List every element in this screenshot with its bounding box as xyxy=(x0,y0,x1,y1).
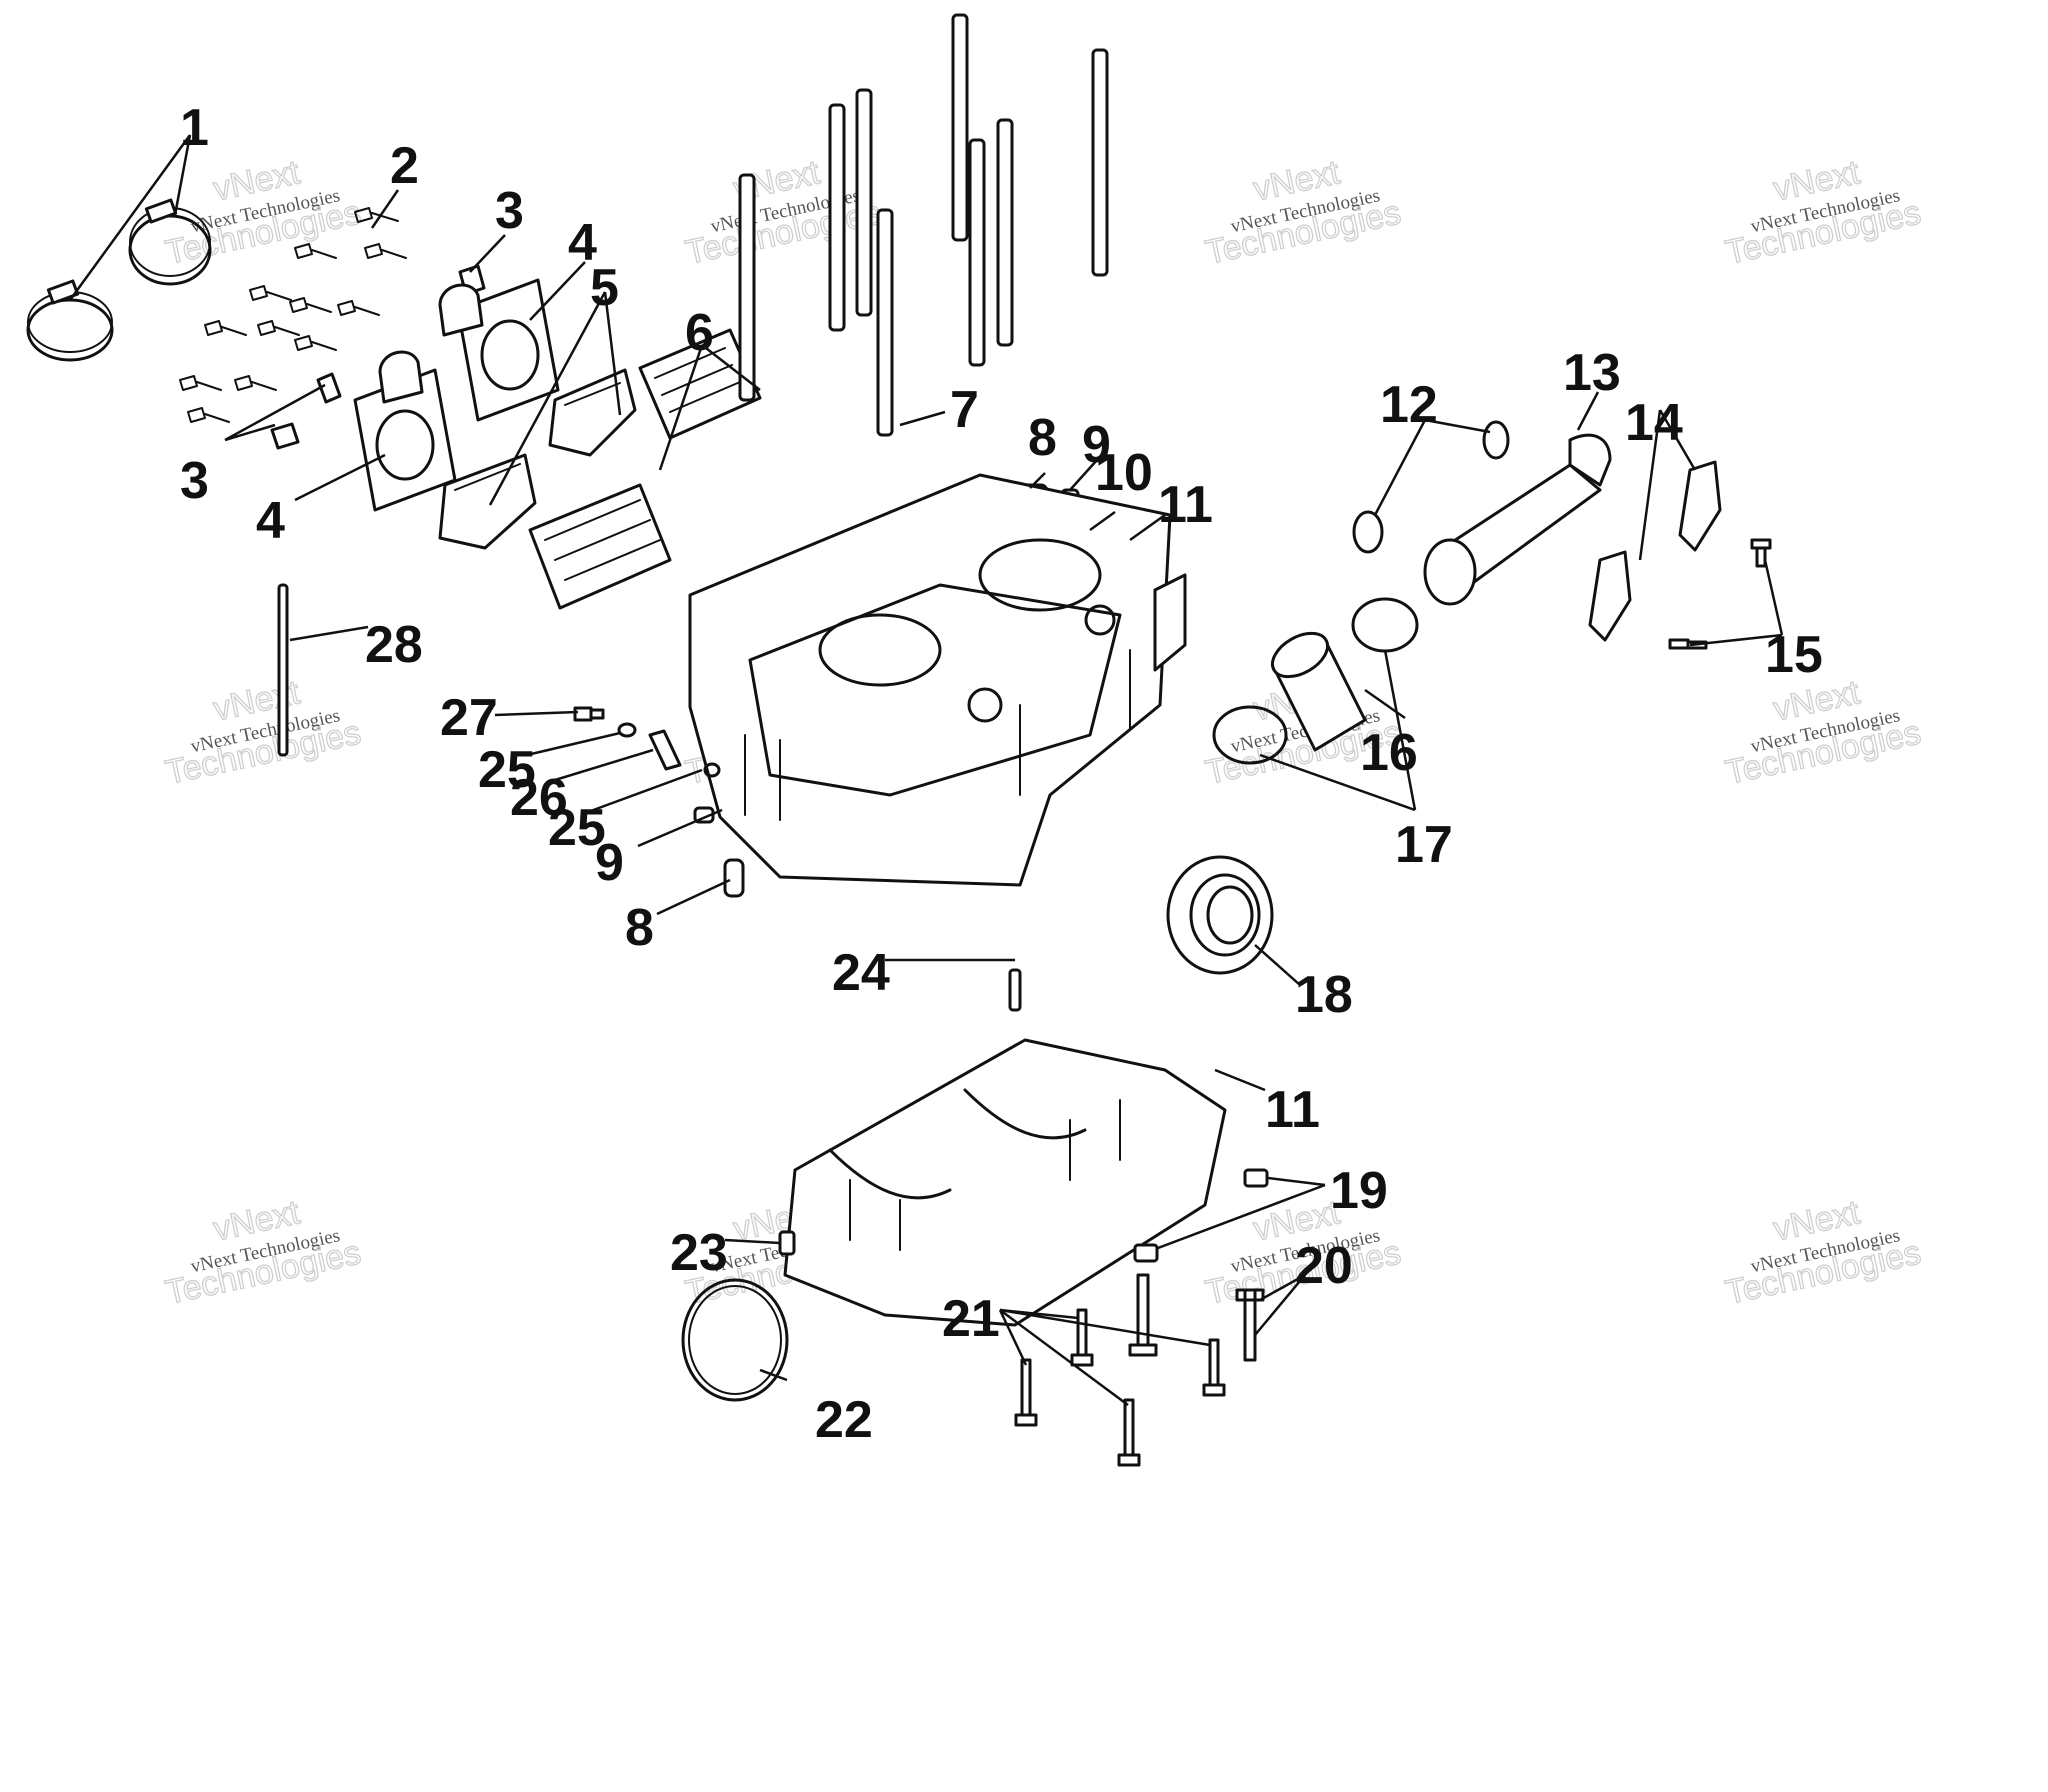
part-oil-seal xyxy=(1166,855,1274,975)
part-upper-crankcase xyxy=(688,473,1187,887)
callout-6: 6 xyxy=(685,304,714,362)
callout-12: 12 xyxy=(1380,376,1438,434)
callout-26: 26 xyxy=(510,769,568,827)
watermark-1: vNext vNext Technologies Technologies xyxy=(161,153,364,273)
callout-19: 19 xyxy=(1330,1162,1388,1220)
leader-lines xyxy=(68,134,1784,1407)
callout-1: 1 xyxy=(180,99,209,157)
callout-8: 8 xyxy=(625,899,654,957)
part-lower-bolts xyxy=(1014,1168,1269,1467)
callout-27: 27 xyxy=(440,689,498,747)
part-retaining-ring xyxy=(681,1230,796,1402)
watermark-12: vNext vNext Technologies Technologies xyxy=(1721,1193,1924,1313)
part-reed-covers xyxy=(438,368,637,550)
callout-5: 5 xyxy=(590,259,619,317)
callout-18: 18 xyxy=(1295,966,1353,1024)
callout-2: 2 xyxy=(390,137,419,195)
part-intake-flanges xyxy=(353,278,560,512)
callout-11: 11 xyxy=(1158,476,1213,534)
callout-20: 20 xyxy=(1295,1237,1353,1295)
watermark-9: vNext vNext Technologies Technologies xyxy=(161,1193,364,1313)
part-hose-assembly xyxy=(1212,597,1419,765)
part-water-fittings xyxy=(1352,420,1772,650)
callout-4: 4 xyxy=(568,214,597,272)
callout-15: 15 xyxy=(1765,626,1823,684)
part-fittings-left xyxy=(277,583,721,778)
watermark-5: vNext vNext Technologies Technologies xyxy=(161,673,364,793)
callout-13: 13 xyxy=(1563,344,1621,402)
callout-3: 3 xyxy=(495,182,524,240)
callout-4: 4 xyxy=(256,492,285,550)
callout-9: 9 xyxy=(1082,416,1111,474)
part-hose-clamps xyxy=(26,198,212,362)
callout-21: 21 xyxy=(942,1290,1000,1348)
callout-11: 11 xyxy=(1265,1081,1320,1139)
callout-16: 16 xyxy=(1360,724,1418,782)
callout-10: 10 xyxy=(1095,444,1153,502)
callout-17: 17 xyxy=(1395,816,1453,874)
callout-23: 23 xyxy=(670,1224,728,1282)
callout-28: 28 xyxy=(365,616,423,674)
callout-14: 14 xyxy=(1625,394,1683,452)
callout-25: 25 xyxy=(548,799,606,857)
watermark-3: vNext vNext Technologies Technologies xyxy=(1201,153,1404,273)
callout-8: 8 xyxy=(1028,409,1057,467)
watermark-2: vNext vNext Technologies Technologies xyxy=(681,153,884,273)
callout-9: 9 xyxy=(595,834,624,892)
callout-3: 3 xyxy=(180,452,209,510)
watermark-4: vNext vNext Technologies Technologies xyxy=(1721,153,1924,273)
part-lower-crankcase xyxy=(783,968,1227,1327)
part-reed-valves xyxy=(528,328,762,610)
callout-25: 25 xyxy=(478,741,536,799)
callout-22: 22 xyxy=(815,1391,873,1449)
callout-labels: 1 2 3 3 4 4 5 6 7 8 9 10 11 12 13 14 15 … xyxy=(180,99,1823,1449)
part-studs xyxy=(738,13,1109,437)
callout-7: 7 xyxy=(950,381,979,439)
callout-24: 24 xyxy=(832,944,890,1002)
